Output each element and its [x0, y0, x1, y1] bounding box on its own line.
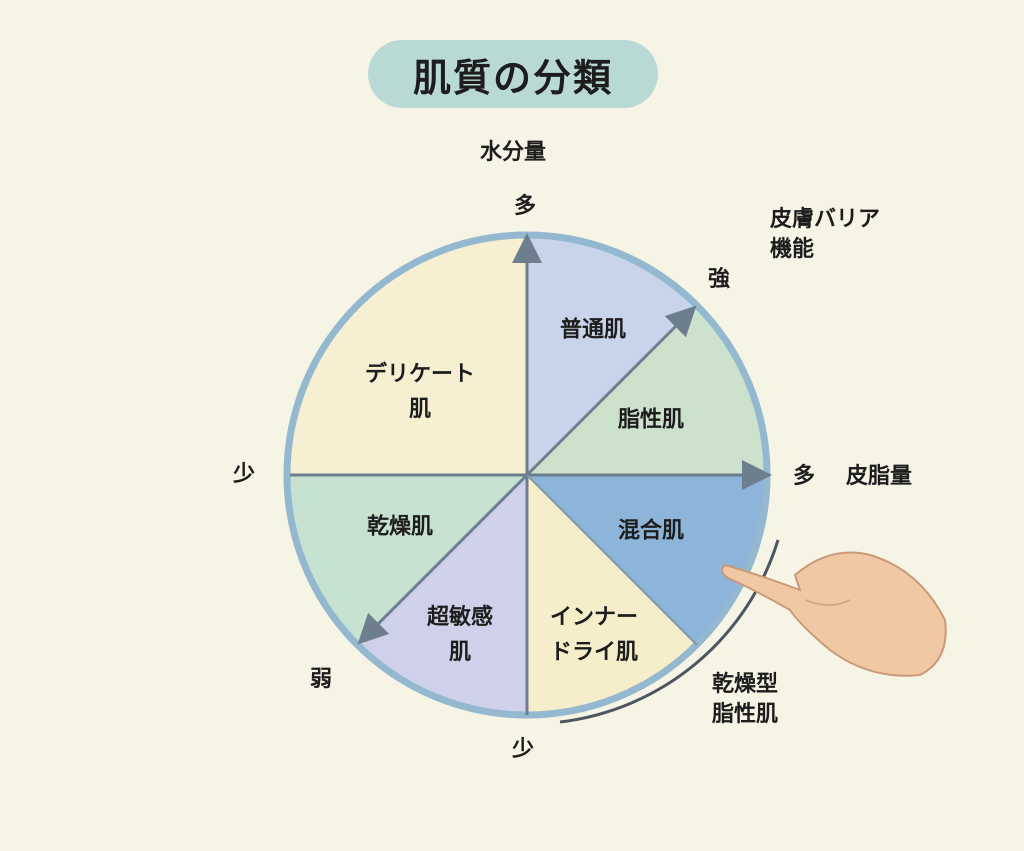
callout-line2: 脂性肌 [712, 701, 779, 727]
page-title: 肌質の分類 [368, 40, 658, 108]
sebum-low-label: 少 [233, 462, 256, 487]
segment-oily: 脂性肌 [617, 407, 685, 433]
pointing-hand-icon [721, 551, 947, 677]
water-high-label: 多 [514, 194, 537, 219]
sebum-high-label: 多 [793, 464, 816, 489]
segment-combination: 混合肌 [617, 518, 685, 544]
barrier-label-line2: 機能 [770, 236, 815, 262]
sebum-axis-label: 皮脂量 [846, 464, 913, 489]
water-axis-label: 水分量 [480, 140, 547, 165]
barrier-label-line1: 皮膚バリア [770, 207, 881, 232]
water-low-label: 少 [512, 737, 535, 762]
barrier-strong-arrow [525, 305, 697, 477]
segment-super-sensitive: 超敏感肌 [426, 604, 494, 665]
callout-line1: 乾燥型 [712, 672, 779, 697]
barrier-weak-arrow [357, 473, 529, 645]
segment-divider [526, 474, 698, 646]
segment-delicate: デリケート肌 [364, 361, 476, 422]
segment-dry: 乾燥肌 [366, 514, 434, 540]
barrier-low-label: 弱 [310, 667, 333, 692]
segment-normal: 普通肌 [559, 317, 627, 343]
barrier-axis-label: 皮膚バリア 機能 [770, 205, 880, 264]
segment-inner-dry: インナードライ肌 [549, 604, 639, 665]
callout-dry-oily-label: 乾燥型 脂性肌 [712, 670, 778, 729]
barrier-high-label: 強 [708, 267, 731, 292]
